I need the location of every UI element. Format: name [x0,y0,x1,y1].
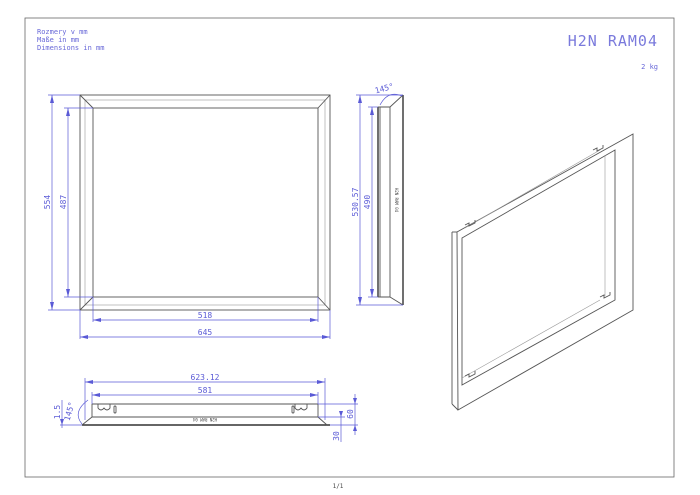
front-view: 554 487 518 645 [43,94,331,339]
dim-530-57: 530.57 [351,187,360,216]
isometric-view [451,133,634,411]
dim-60: 60 [346,409,355,419]
dim-30: 30 [332,431,341,441]
dim-645: 645 [198,328,213,337]
bottom-view: H2N RAM 04 623.12 581 145° 1.5 60 30 [53,373,358,442]
weight-label: 2 kg [641,63,658,71]
dim-581: 581 [198,386,213,395]
units-note-de: Maße in mm [37,36,79,44]
dim-490: 490 [363,195,372,210]
bottom-part-mark: H2N RAM 04 [192,417,217,422]
drawing-title: H2N RAM04 [568,32,658,50]
side-view: H2N RAM 04 530.57 490 145° [351,82,404,306]
page-number: 1/1 [333,483,344,490]
sheet-border [24,17,675,478]
side-angle: 145° [374,82,395,96]
side-part-mark: H2N RAM 04 [394,188,399,213]
units-note-cz: Rozmery v mm [37,28,88,36]
dim-1-5: 1.5 [53,405,62,420]
dim-554: 554 [43,195,52,210]
dim-518: 518 [198,311,213,320]
dim-623-12: 623.12 [191,373,220,382]
bottom-angle: 145° [63,401,77,422]
units-note-en: Dimensions in mm [37,44,104,52]
dim-487: 487 [59,195,68,210]
